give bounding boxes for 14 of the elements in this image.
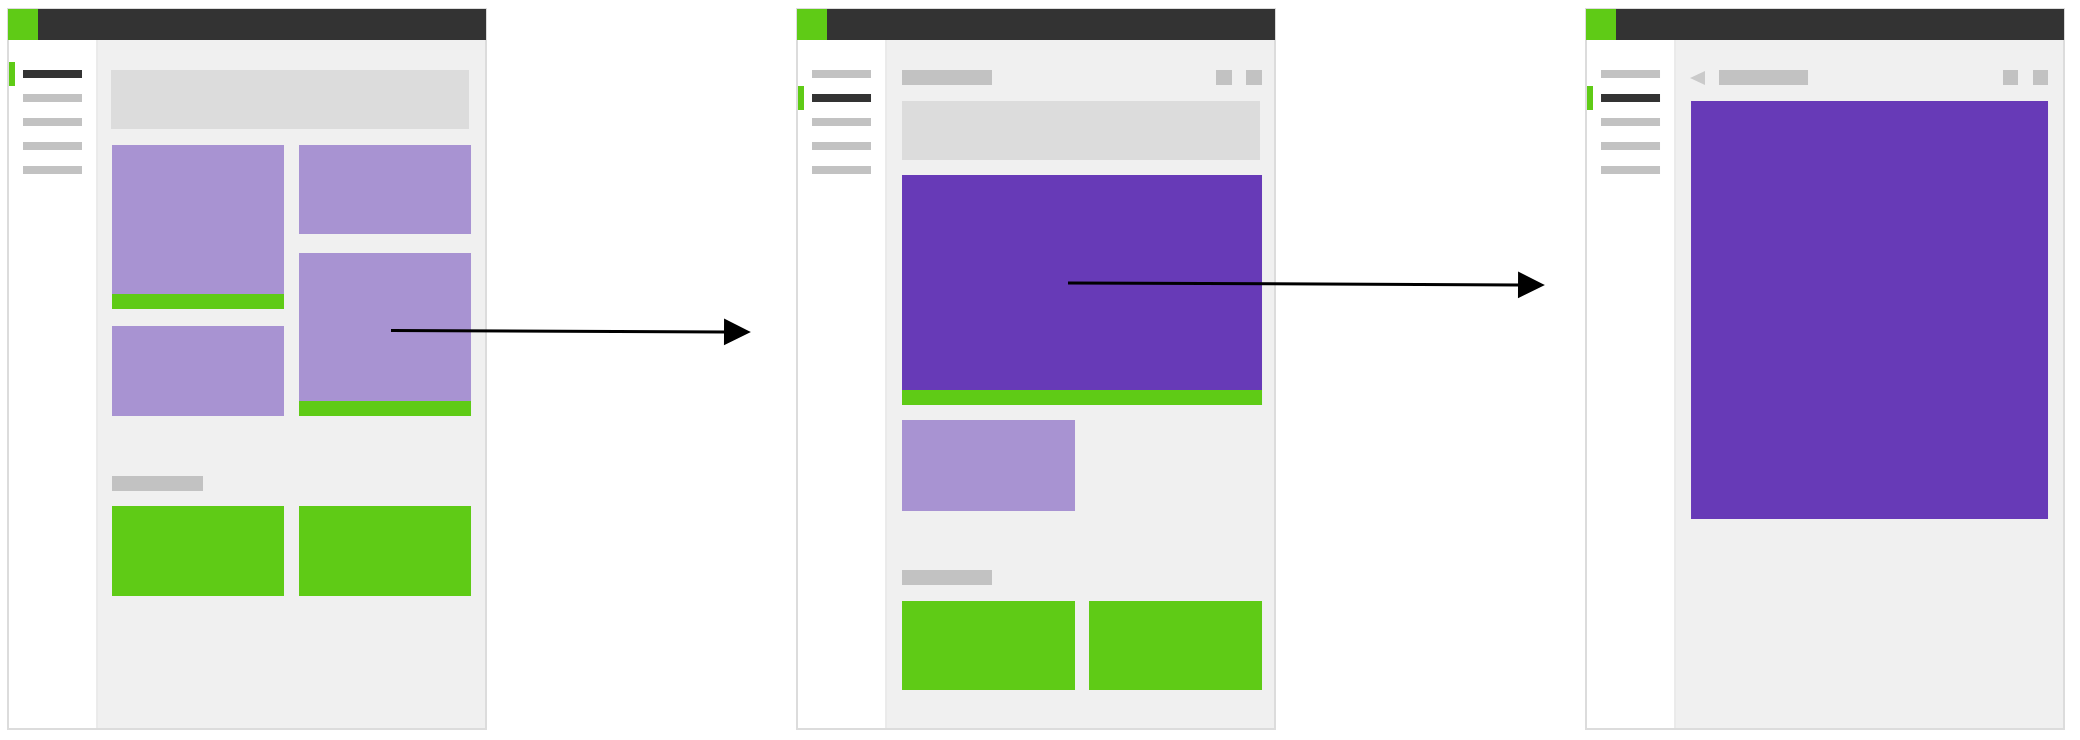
card	[902, 175, 1262, 405]
card	[902, 420, 1075, 511]
tile	[1089, 601, 1262, 690]
card	[299, 253, 471, 416]
tile	[299, 506, 471, 596]
top-bar	[8, 9, 486, 40]
detail-panel	[1691, 101, 2048, 519]
card	[112, 145, 284, 309]
tile	[112, 506, 284, 596]
card	[299, 145, 471, 234]
top-bar	[797, 9, 1275, 40]
tile	[902, 601, 1075, 690]
card	[112, 326, 284, 416]
top-bar	[1586, 9, 2064, 40]
